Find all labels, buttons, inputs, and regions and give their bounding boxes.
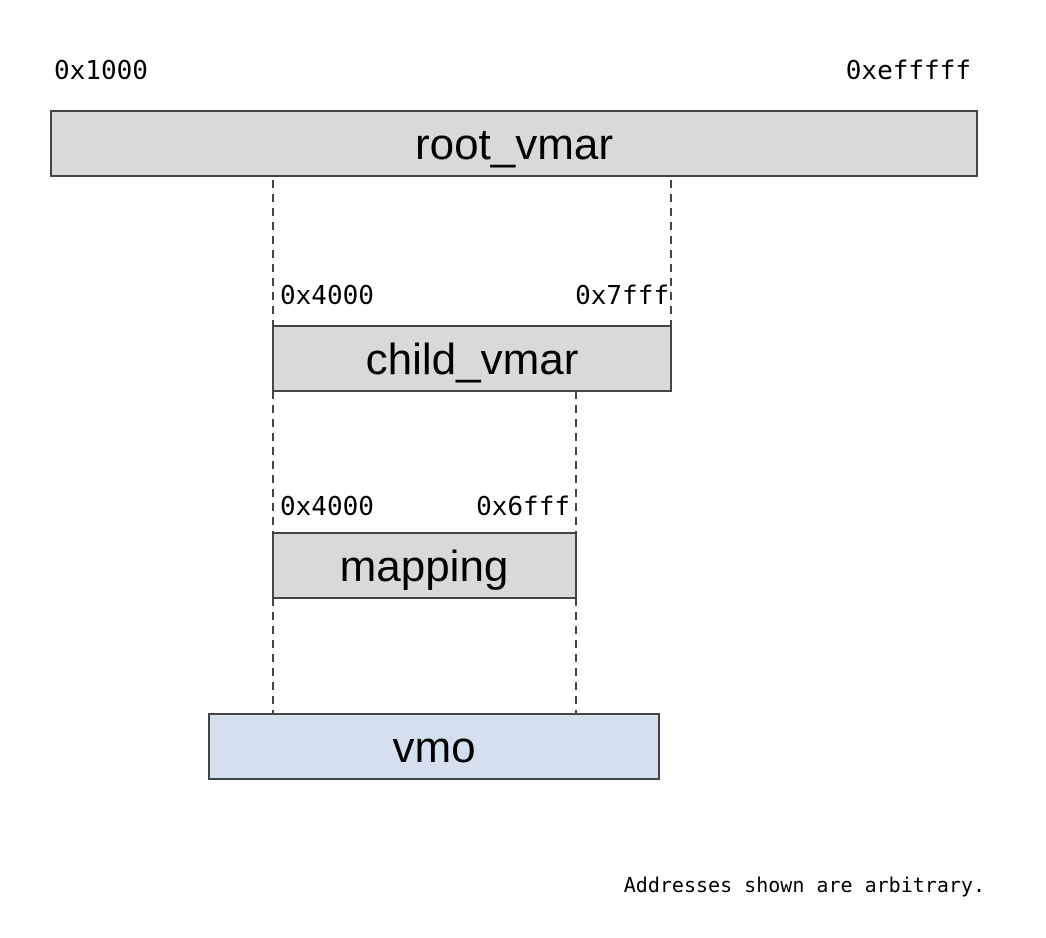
mapping-end-address: 0x6fff [476,492,570,522]
vmo-region: vmo [208,713,660,780]
vmo-box [208,713,660,780]
footnote: Addresses shown are arbitrary. [624,873,985,897]
child-vmar-end-address: 0x7fff [575,281,669,311]
mapping-region: 0x4000 0x6fff mapping [272,492,577,599]
root-vmar-end-address: 0xefffff [846,56,971,86]
root-vmar-region: 0x1000 0xefffff root_vmar [50,56,978,177]
mapping-box [272,532,577,599]
child-vmar-box [272,325,672,392]
mapping-label: mapping [340,542,509,591]
root-vmar-label: root_vmar [415,120,613,169]
child-vmar-label: child_vmar [366,335,579,384]
root-vmar-start-address: 0x1000 [54,56,148,86]
child-vmar-region: 0x4000 0x7fff child_vmar [272,281,672,392]
mapping-start-address: 0x4000 [280,492,374,522]
root-vmar-box [50,110,978,177]
vmo-label: vmo [392,723,475,772]
child-vmar-start-address: 0x4000 [280,281,374,311]
